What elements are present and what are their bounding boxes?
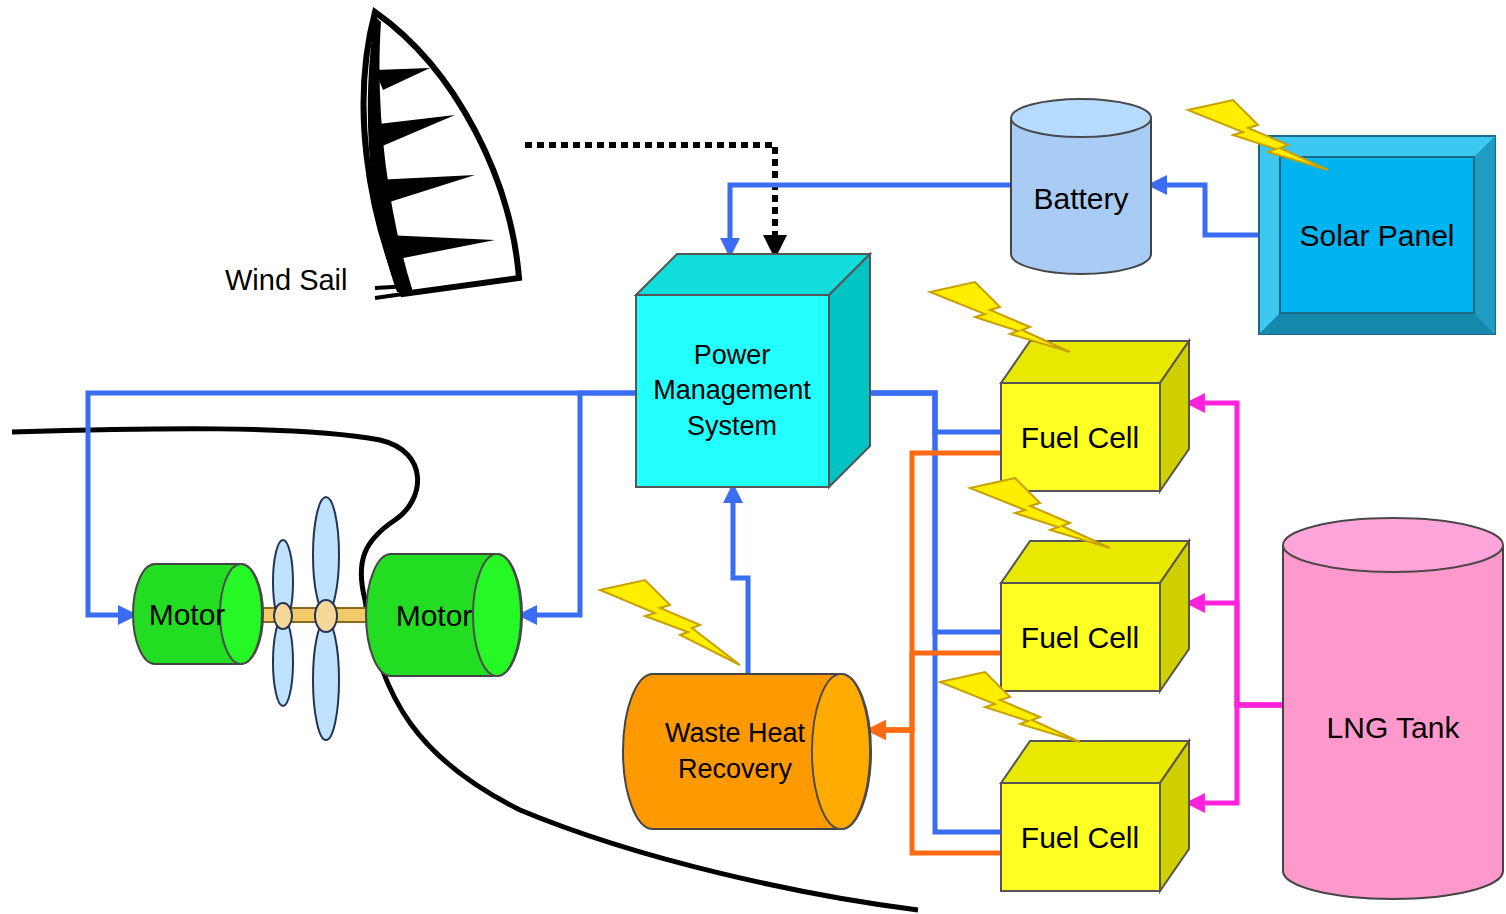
propeller [255, 497, 375, 740]
node-shape [1000, 340, 1190, 492]
lightning-bolt [930, 282, 1070, 352]
heat-line [871, 730, 1000, 853]
node-shape [1282, 517, 1504, 899]
node-shape [623, 673, 871, 830]
cube-front [1001, 783, 1160, 891]
fuel-cell-cube: Fuel Cell [1000, 340, 1190, 492]
propeller-hub [274, 603, 292, 629]
propeller-blade [313, 620, 339, 740]
sail-sheet [375, 286, 410, 298]
fuel-line [1190, 403, 1282, 705]
node-label: Motor [149, 595, 226, 634]
propeller-hub [315, 600, 337, 632]
cube-side [1160, 341, 1189, 491]
cylinder-body [366, 554, 522, 676]
panel-frame [1259, 136, 1495, 334]
cylinder-body [1283, 545, 1503, 899]
node-label: Fuel Cell [1021, 418, 1139, 457]
process-cube: Power Management System [635, 253, 871, 488]
fuel-line [1190, 705, 1282, 803]
cube-front [1001, 583, 1160, 691]
text-area: Battery [1010, 138, 1152, 258]
text-area: Power Management System [635, 295, 829, 487]
hull-line [12, 429, 918, 910]
lightning-bolt [1188, 100, 1328, 170]
hull-line [12, 429, 918, 910]
propeller-blade [273, 618, 293, 706]
power-line [733, 488, 748, 673]
cube-top [1001, 341, 1189, 383]
text-area: Fuel Cell [1000, 383, 1160, 491]
fuel-line [1190, 603, 1282, 705]
text-area: Wind Sail [225, 260, 375, 302]
node-shape [635, 253, 871, 488]
propeller-blade [313, 497, 339, 613]
cylinder-end [812, 674, 870, 829]
cylinder-body [623, 674, 871, 829]
panel-bevel [1259, 313, 1495, 334]
node-label: Fuel Cell [1021, 618, 1139, 657]
text-area: Motor [374, 553, 494, 677]
text-area: Motor [137, 563, 237, 665]
tank-cylinder: LNG Tank [1282, 517, 1504, 899]
battery-cylinder: Battery [1010, 98, 1152, 274]
sail-outline [364, 12, 519, 294]
cube-front [636, 295, 829, 487]
panel-bevel [1474, 136, 1495, 334]
cube-side [1160, 741, 1189, 891]
text-area: Solar Panel [1280, 157, 1474, 313]
lightning-bolt [940, 672, 1080, 742]
sail-node: Wind Sail [225, 10, 525, 302]
lightning-bolt [970, 478, 1110, 548]
cube-top [1001, 541, 1189, 583]
cylinder-body [1011, 118, 1151, 274]
node-label: Battery [1033, 179, 1128, 218]
node-label: Wind Sail [225, 262, 348, 300]
cylinder-end [473, 554, 521, 676]
node-label: Waste Heat Recovery [635, 716, 835, 786]
waste-heat-cylinder: Waste Heat Recovery [623, 673, 871, 830]
text-area: Fuel Cell [1000, 783, 1160, 891]
node-shape [225, 10, 525, 302]
cube-front [1001, 383, 1160, 491]
cube-top [1001, 741, 1189, 783]
cylinder-top [1283, 518, 1503, 572]
motor-cylinder: Motor [133, 563, 263, 665]
fuel-cell-cube: Fuel Cell [1000, 540, 1190, 692]
power-line [730, 185, 1010, 253]
text-area: Fuel Cell [1000, 583, 1160, 691]
node-label: Motor [396, 596, 473, 635]
node-label: Fuel Cell [1021, 818, 1139, 857]
node-label: Solar Panel [1299, 216, 1454, 255]
node-label: LNG Tank [1327, 708, 1460, 747]
cube-side [1160, 541, 1189, 691]
sail-batten [370, 68, 495, 260]
cylinder-top [1011, 99, 1151, 137]
cylinder-end [220, 564, 262, 664]
motor-cylinder: Motor [366, 553, 522, 677]
panel-face [1280, 157, 1474, 313]
power-line [522, 393, 635, 615]
text-area: LNG Tank [1282, 577, 1504, 877]
solar-panel-box: Solar Panel [1258, 135, 1496, 335]
text-area: Waste Heat Recovery [635, 673, 835, 830]
cylinder-body [133, 564, 263, 664]
cube-side [829, 254, 870, 487]
connector-dotted [525, 145, 775, 253]
lightning-bolt [600, 580, 740, 665]
fuel-cell-cube: Fuel Cell [1000, 740, 1190, 892]
node-label: Power Management System [635, 338, 829, 443]
node-shape [1000, 740, 1190, 892]
power-line [1152, 185, 1258, 235]
node-shape [1000, 540, 1190, 692]
